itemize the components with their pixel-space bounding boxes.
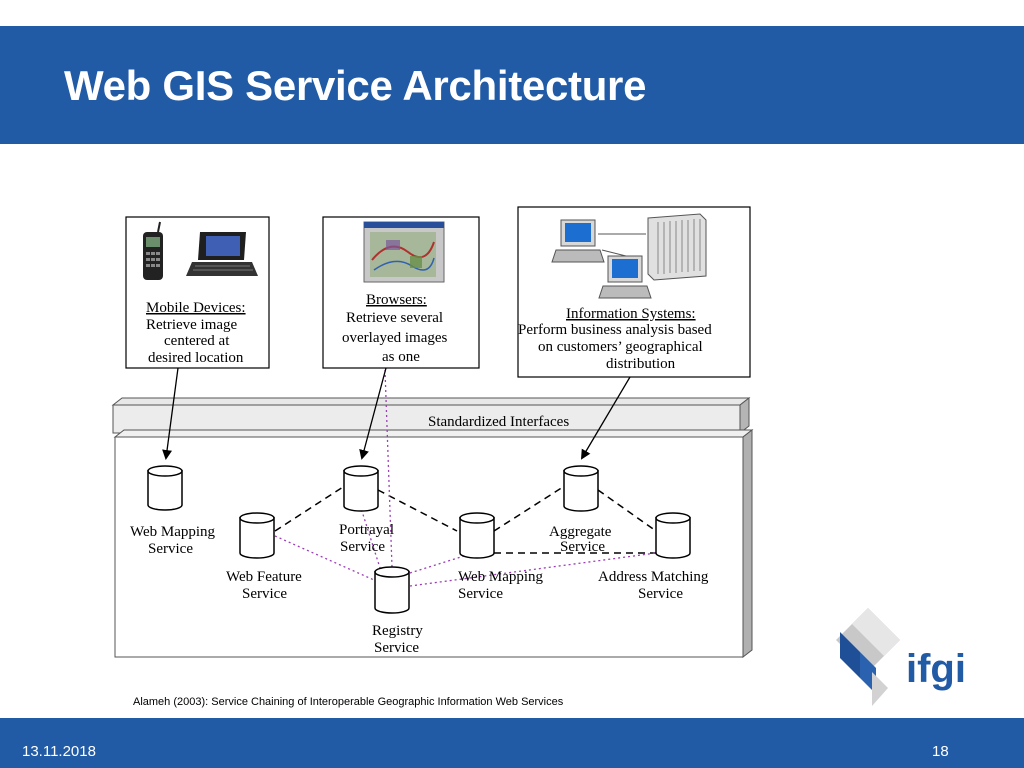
mobile-line-3: desired location xyxy=(148,350,244,366)
service-label-portrayal: Portrayal xyxy=(339,522,394,538)
service-label-registry-line2: Service xyxy=(374,640,419,656)
client-box-browsers: Browsers: Retrieve several overlayed ima… xyxy=(322,216,480,369)
database-icon xyxy=(563,465,599,512)
browsers-heading: Browsers: xyxy=(366,292,427,308)
service-label-address-matching-line2: Service xyxy=(638,586,683,602)
browsers-line-2: overlayed images xyxy=(342,330,448,346)
interfaces-label: Standardized Interfaces xyxy=(428,414,569,430)
infosys-heading: Information Systems: xyxy=(566,306,696,322)
architecture-diagram: Mobile Devices: Retrieve image centered … xyxy=(111,206,754,659)
footer-date: 13.11.2018 xyxy=(22,743,96,760)
mobile-heading: Mobile Devices: xyxy=(146,300,246,316)
database-icon xyxy=(374,566,410,614)
mobile-line-2: centered at xyxy=(164,333,230,349)
service-label-web-mapping-1-line2: Service xyxy=(148,541,193,557)
client-box-mobile: Mobile Devices: Retrieve image centered … xyxy=(125,216,270,369)
service-label-web-mapping-1: Web Mapping xyxy=(130,524,216,540)
server-icon xyxy=(647,213,707,281)
mobile-line-1: Retrieve image xyxy=(146,317,238,333)
service-label-address-matching: Address Matching xyxy=(598,569,709,585)
service-label-registry: Registry xyxy=(372,623,423,639)
slide-title: Web GIS Service Architecture xyxy=(64,62,647,109)
browsers-line-1: Retrieve several xyxy=(346,310,443,326)
database-icon xyxy=(655,512,691,559)
handheld-computer-icon xyxy=(186,232,258,276)
database-icon xyxy=(239,512,275,559)
database-icon xyxy=(343,465,379,512)
service-chain-links xyxy=(274,486,657,554)
service-label-web-mapping-2-line2: Service xyxy=(458,586,503,602)
citation: Alameh (2003): Service Chaining of Inter… xyxy=(133,696,564,708)
standardized-interfaces-bar: Standardized Interfaces xyxy=(111,396,751,435)
logo-text: ifgi xyxy=(906,647,966,691)
infosys-line-1: Perform business analysis based xyxy=(518,322,712,338)
footer-bar xyxy=(0,718,1024,768)
service-label-portrayal-line2: Service xyxy=(340,539,385,555)
workstation-icon xyxy=(551,219,605,263)
map-browser-icon xyxy=(363,221,445,283)
title-bar xyxy=(0,26,1024,144)
services-container xyxy=(113,428,754,659)
client-box-information-systems: Information Systems: Perform business an… xyxy=(517,206,751,378)
mobile-phone-icon xyxy=(143,221,163,280)
database-icon xyxy=(147,465,183,511)
client-arrows xyxy=(162,367,631,460)
page-number: 18 xyxy=(932,743,949,760)
service-label-web-mapping-2: Web Mapping xyxy=(458,569,544,585)
ifgi-logo: ifgi xyxy=(836,608,966,706)
registry-links xyxy=(274,369,657,587)
service-label-web-feature: Web Feature xyxy=(226,569,302,585)
service-label-web-feature-line2: Service xyxy=(242,586,287,602)
service-label-aggregate: Aggregate xyxy=(549,524,612,540)
infosys-line-3: distribution xyxy=(606,356,676,372)
database-icon xyxy=(459,512,495,559)
service-cylinders xyxy=(147,465,691,614)
workstation-icon xyxy=(598,255,652,299)
browsers-line-3: as one xyxy=(382,349,420,365)
infosys-line-2: on customers’ geographical xyxy=(538,339,703,355)
service-label-aggregate-line2: Service xyxy=(560,539,605,555)
